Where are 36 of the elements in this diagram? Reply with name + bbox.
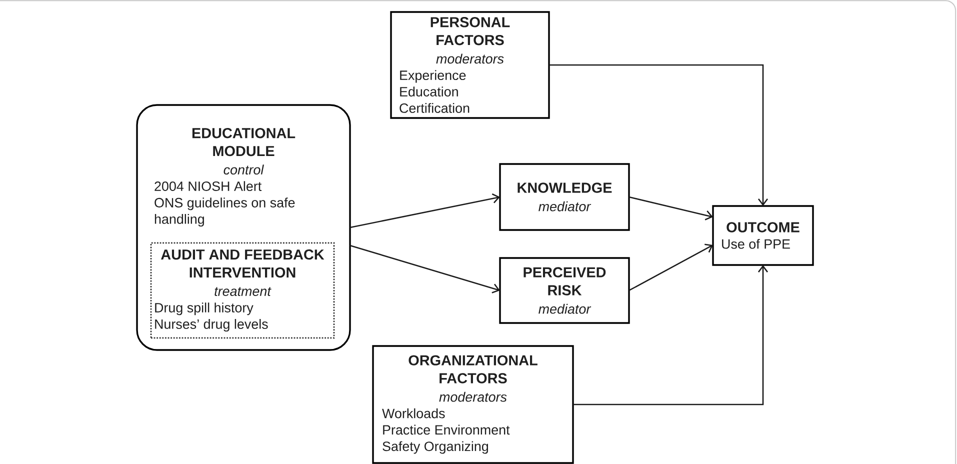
intervention-box xyxy=(150,242,335,339)
list-item: Safety Organizing xyxy=(382,441,488,454)
mediator-box xyxy=(499,257,630,324)
role-label: mediator xyxy=(538,201,592,212)
arrow xyxy=(628,244,713,292)
list-item: Workloads xyxy=(382,408,445,418)
list-item: 2004 NIOSH Alert xyxy=(154,181,262,191)
box-heading: KNOWLEDGE xyxy=(518,182,612,193)
list-item: Practice Environment xyxy=(383,424,510,435)
arrow xyxy=(573,264,768,406)
box-heading: PERSONAL FACTORS xyxy=(430,17,510,46)
list-item: Nurses’ drug levels xyxy=(155,319,268,332)
moderator-box xyxy=(372,345,574,464)
box-heading: OUTCOME xyxy=(726,222,800,232)
outcome-box xyxy=(712,205,814,266)
role-label: mediator xyxy=(538,304,592,314)
moderator-box xyxy=(390,11,550,119)
role-label: treatment xyxy=(214,287,272,296)
list-item: Education xyxy=(400,86,458,96)
box-heading: EDUCATIONAL MODULE xyxy=(192,128,296,156)
box-heading: AUDIT AND FEEDBACK INTERVENTION xyxy=(161,249,324,278)
role-label: moderators xyxy=(439,392,507,402)
arrow xyxy=(628,196,713,220)
list-item: Use of PPE xyxy=(722,238,790,249)
list-item: Certification xyxy=(400,103,470,113)
arrow xyxy=(350,244,500,294)
role-label: moderators xyxy=(436,54,504,64)
arrow xyxy=(350,193,500,228)
mediator-box xyxy=(499,163,630,231)
box-heading: PERCEIVED RISK xyxy=(524,267,606,296)
arrow xyxy=(549,64,768,206)
box-heading: ORGANIZATIONAL FACTORS xyxy=(408,355,538,384)
list-item: Drug spill history xyxy=(155,302,254,316)
list-item: ONS guidelines on safe handling xyxy=(154,198,295,227)
list-item: Experience xyxy=(400,70,466,83)
role-label: control xyxy=(224,164,264,175)
